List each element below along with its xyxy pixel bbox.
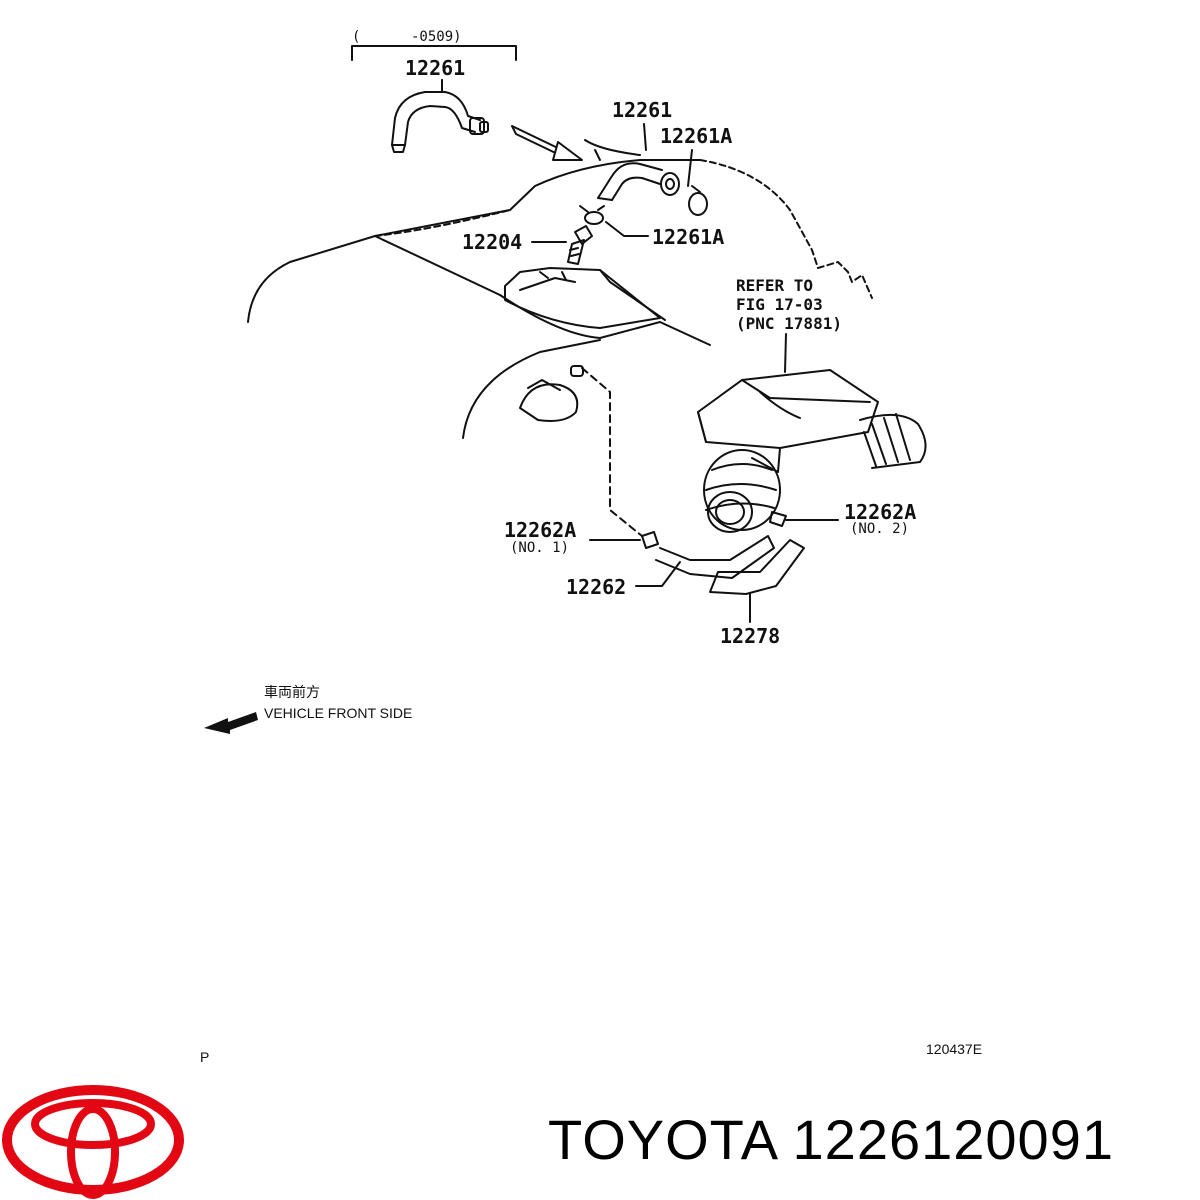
direction-arrow — [511, 125, 583, 161]
range-bracket — [351, 45, 517, 61]
leader-lines — [441, 79, 839, 623]
label-clip-no1: 12262A — [504, 518, 577, 542]
label-part-valve: 12204 — [462, 230, 523, 254]
label-corner-p: P — [200, 1049, 210, 1065]
vehicle-front-arrow — [204, 712, 258, 734]
brand-part-number: TOYOTA 1226120091 — [548, 1108, 1114, 1171]
label-clip-no2-sub: (NO. 2) — [850, 521, 910, 537]
label-part-hose: 12261 — [612, 98, 673, 122]
air-cleaner-assembly — [697, 369, 927, 533]
label-part-top: 12261 — [405, 56, 466, 80]
label-refer-line2: FIG 17-03 — [736, 295, 823, 314]
clip-12262A-no2 — [769, 511, 787, 527]
label-hose-b: 12278 — [720, 624, 781, 648]
label-part-clip-2: 12261A — [652, 225, 725, 249]
label-part-clip-1: 12261A — [660, 124, 733, 148]
label-fig-code: 120437E — [926, 1041, 983, 1057]
label-clip-no2: 12262A — [844, 500, 917, 524]
hose-12278 — [709, 539, 805, 595]
hose-12261 — [597, 162, 680, 201]
engine-cover-outline — [247, 139, 873, 439]
label-refer-line3: (PNC 17881) — [736, 314, 842, 333]
toyota-logo-icon — [2, 1085, 184, 1199]
dashed-route — [581, 367, 643, 537]
label-hose-a: 12262 — [566, 575, 627, 599]
hose-12262 — [655, 535, 775, 579]
label-refer-line1: REFER TO — [736, 276, 814, 295]
label-top-range: ( -0509) — [352, 29, 462, 45]
oil-filler-cap — [519, 365, 584, 422]
label-clip-no1-sub: (NO. 1) — [510, 540, 570, 556]
clip-12261A — [579, 185, 708, 225]
label-front-jp: 車両前方 — [264, 684, 320, 700]
cover-ridge — [504, 267, 666, 329]
hose-12261-old-drawing — [391, 79, 489, 153]
pcv-valve-12204 — [567, 225, 593, 265]
clip-12262A-no1 — [641, 531, 659, 549]
label-front-en: VEHICLE FRONT SIDE — [264, 705, 413, 721]
